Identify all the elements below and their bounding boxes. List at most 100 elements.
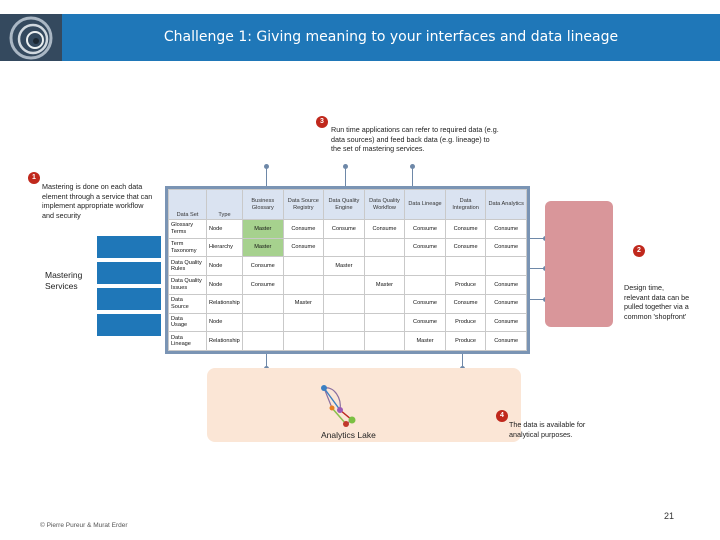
matrix-cell: Master	[363, 275, 406, 295]
callout-badge-3: 3	[316, 116, 328, 128]
col-header: Data Quality Engine	[323, 189, 365, 220]
type-cell: Relationship	[206, 293, 243, 314]
shopfront-box	[545, 201, 613, 327]
connector-right-3	[530, 299, 545, 300]
connector-top-1	[266, 166, 267, 186]
spiral-staircase-logo	[0, 14, 62, 61]
type-cell: Hierarchy	[206, 237, 243, 258]
matrix-cell	[282, 312, 325, 333]
title-bar: Challenge 1: Giving meaning to your inte…	[0, 14, 720, 61]
matrix-cell	[242, 331, 284, 351]
page-number: 21	[664, 511, 675, 521]
matrix-cell: Consume	[363, 219, 406, 239]
copyright-footer: © Pierre Pureur & Murat Erder	[40, 522, 128, 529]
data-matrix-frame: Data Set Type Business Glossary Data Sou…	[165, 186, 530, 354]
type-cell: Node	[206, 219, 243, 239]
matrix-cell: Consume	[404, 237, 446, 258]
matrix-cell	[323, 312, 365, 333]
col-header: Business Glossary	[242, 189, 284, 220]
type-cell: Node	[206, 312, 243, 333]
mastering-service-bar	[97, 236, 161, 258]
callout-badge-1: 1	[28, 172, 40, 184]
analytics-lake-label: Analytics Lake	[321, 430, 376, 440]
matrix-cell: Produce	[444, 275, 487, 295]
matrix-cell: Consume	[282, 219, 325, 239]
matrix-cell: Consume	[485, 275, 527, 295]
col-header: Type	[206, 189, 243, 220]
connector-dot	[410, 164, 415, 169]
matrix-cell: Produce	[444, 331, 487, 351]
matrix-cell	[485, 256, 527, 277]
matrix-cell: Consume	[485, 237, 527, 258]
matrix-cell: Master	[404, 331, 446, 351]
col-header: Data Integration	[444, 189, 487, 220]
callout-badge-4: 4	[496, 410, 508, 422]
connector-dot	[343, 164, 348, 169]
matrix-cell	[363, 237, 406, 258]
col-header: Data Analytics	[485, 189, 527, 220]
mastering-service-bar	[97, 314, 161, 336]
matrix-cell: Consume	[485, 293, 527, 314]
col-header: Data Lineage	[404, 189, 446, 220]
matrix-cell	[363, 312, 406, 333]
matrix-cell: Master	[323, 256, 365, 277]
matrix-cell	[282, 331, 325, 351]
matrix-cell: Consume	[242, 256, 284, 277]
col-header: Data Quality Workflow	[363, 189, 406, 220]
callout-badge-2: 2	[633, 245, 645, 257]
matrix-cell	[242, 293, 284, 314]
connector-top-3	[412, 166, 413, 186]
col-header: Data Source Registry	[282, 189, 325, 220]
matrix-cell	[323, 293, 365, 314]
matrix-cell	[282, 256, 325, 277]
matrix-cell	[404, 256, 446, 277]
matrix-cell	[444, 256, 487, 277]
connector-right-1	[530, 238, 545, 239]
matrix-cell	[242, 312, 284, 333]
slide-title: Challenge 1: Giving meaning to your inte…	[163, 29, 619, 45]
type-cell: Node	[206, 256, 243, 277]
connector-dot	[264, 164, 269, 169]
callout-text-4: The data is available for analytical pur…	[509, 420, 586, 439]
connector-top-2	[345, 166, 346, 186]
callout-text-2: Design time, relevant data can be pulled…	[624, 283, 690, 321]
callout-text-1: Mastering is done on each data element t…	[42, 182, 153, 220]
connector-bottom-2	[462, 354, 463, 368]
matrix-cell: Consume	[282, 237, 325, 258]
type-cell: Relationship	[206, 331, 243, 351]
matrix-cell: Produce	[444, 312, 487, 333]
matrix-cell	[323, 275, 365, 295]
matrix-cell: Master	[242, 219, 284, 239]
network-graph-icon	[321, 385, 356, 427]
matrix-cell: Consume	[242, 275, 284, 295]
connector-bottom-1	[266, 354, 267, 368]
matrix-cell	[323, 237, 365, 258]
matrix-cell: Master	[242, 237, 284, 258]
matrix-cell	[323, 331, 365, 351]
matrix-cell	[404, 275, 446, 295]
matrix-cell: Consume	[404, 293, 446, 314]
analytics-lake	[207, 368, 521, 442]
matrix-cell	[363, 256, 406, 277]
matrix-cell: Consume	[444, 237, 487, 258]
matrix-cell	[363, 331, 406, 351]
data-matrix-table: Data Set Type Business Glossary Data Sou…	[168, 189, 527, 351]
type-cell: Node	[206, 275, 243, 295]
matrix-cell: Consume	[444, 219, 487, 239]
matrix-cell: Consume	[485, 312, 527, 333]
mastering-service-bar	[97, 288, 161, 310]
matrix-cell: Consume	[444, 293, 487, 314]
callout-text-3: Run time applications can refer to requi…	[331, 125, 499, 153]
col-header: Data Set	[168, 189, 207, 220]
